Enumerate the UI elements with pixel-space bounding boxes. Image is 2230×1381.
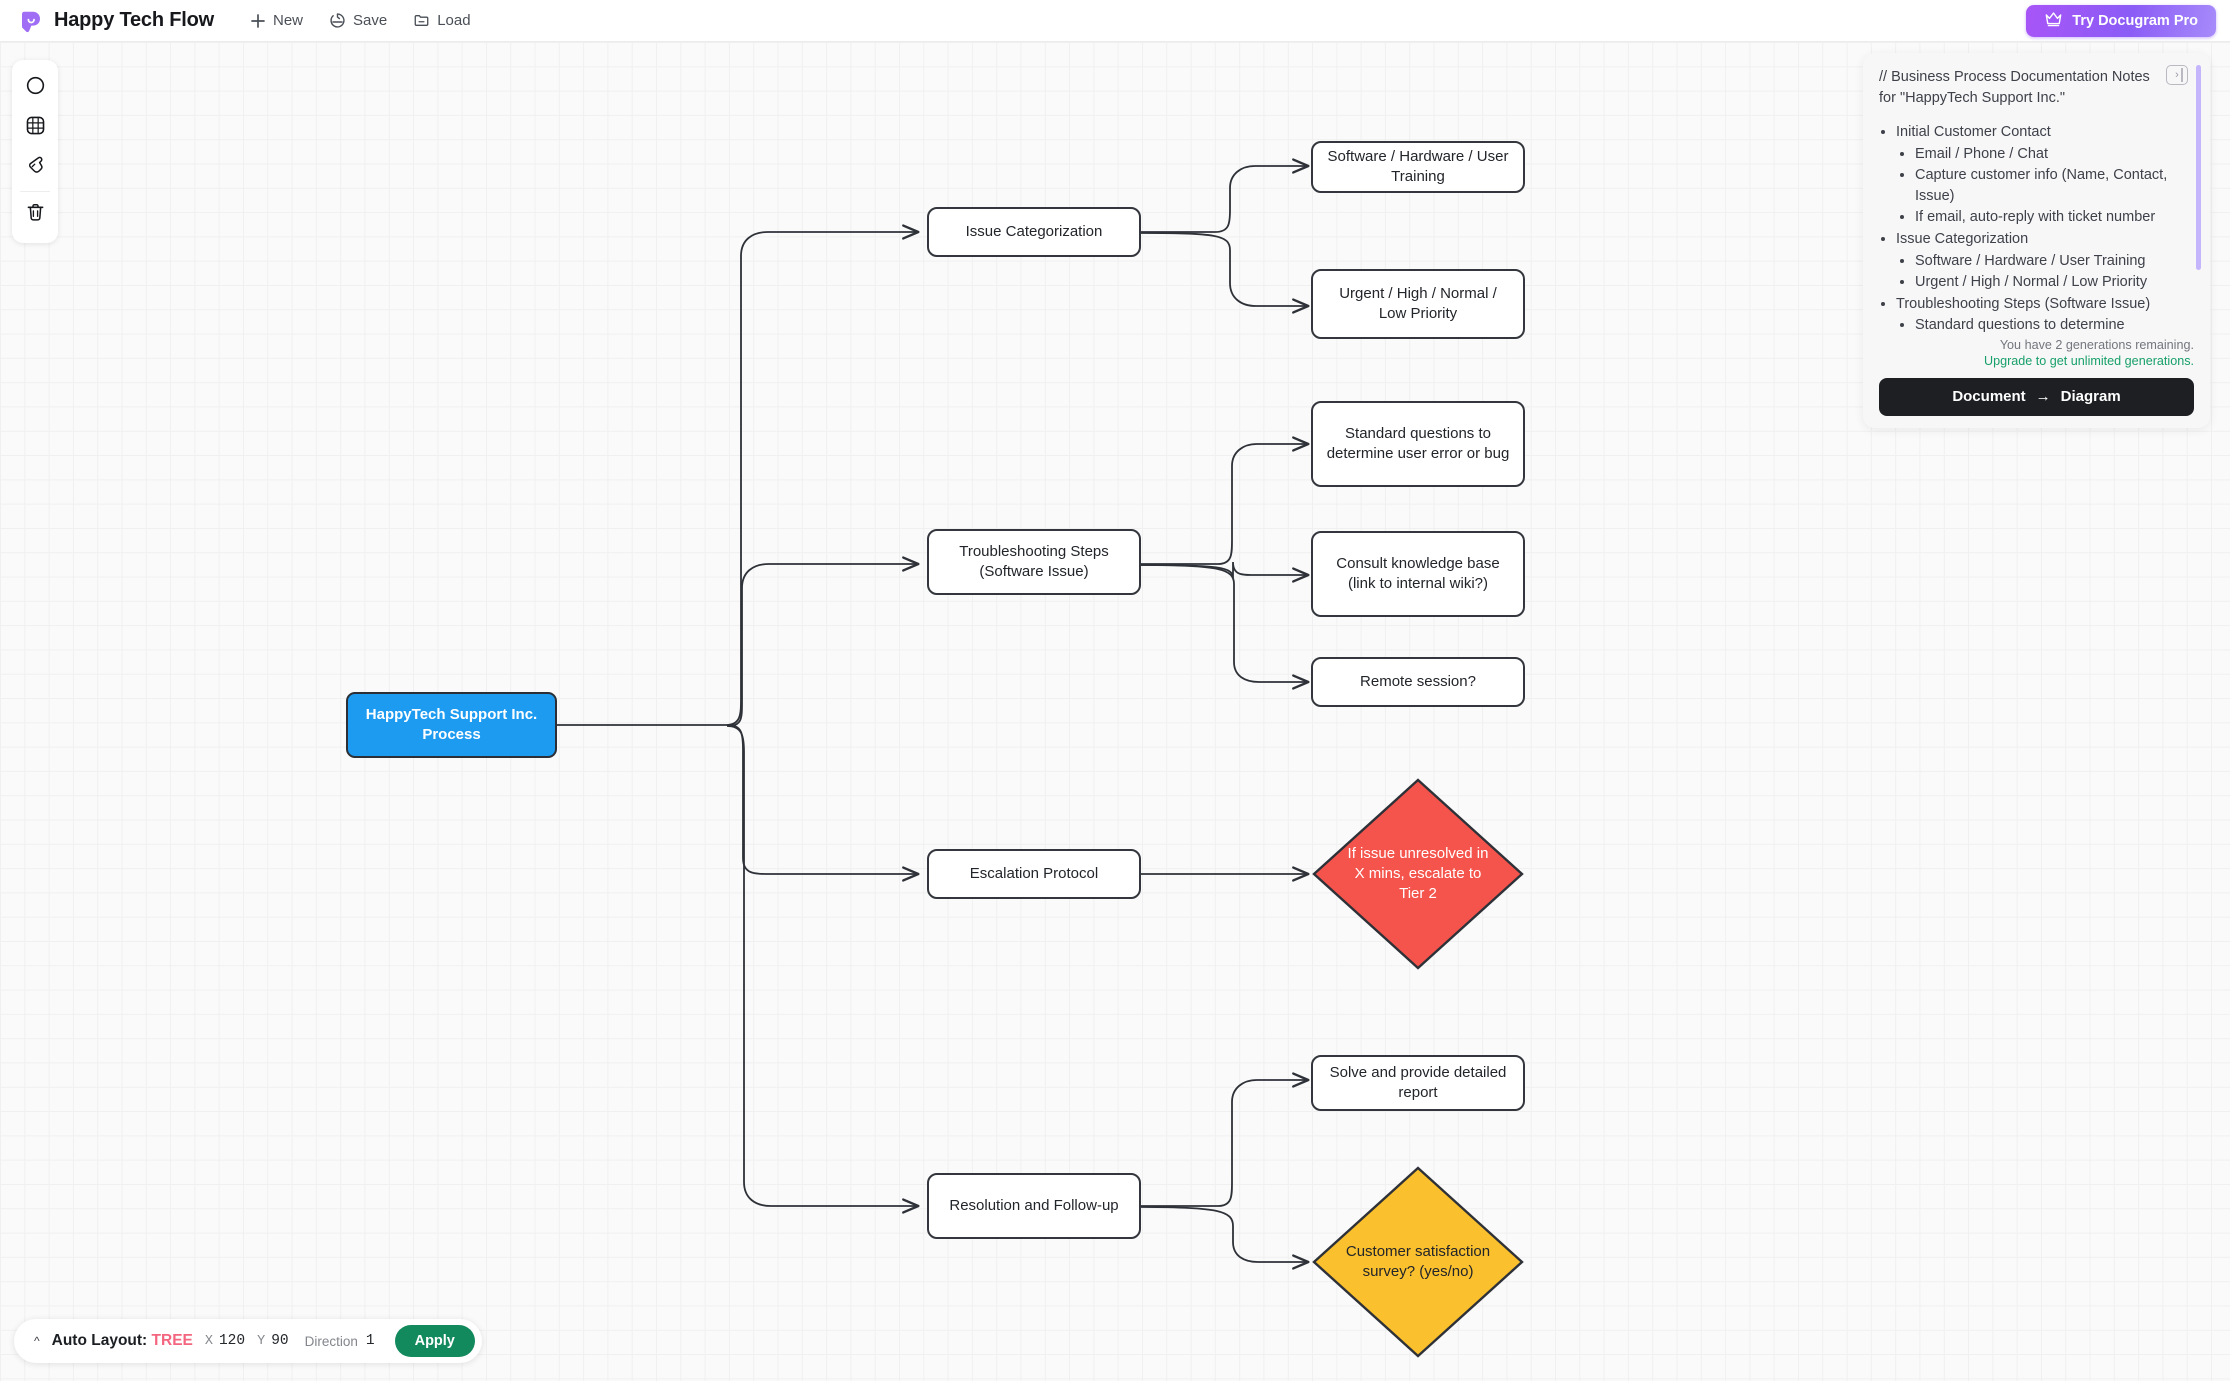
auto-layout-label: Auto Layout: TREE: [52, 1332, 193, 1350]
layout-direction-field[interactable]: Direction 1: [305, 1333, 375, 1349]
folder-icon: [413, 12, 430, 29]
node-standard-questions-label: Standard questions to determine user err…: [1326, 425, 1510, 462]
node-issue-categorization-label: Issue Categorization: [965, 223, 1103, 241]
delete-tool[interactable]: [12, 195, 58, 235]
cta-left-label: Document: [1952, 388, 2026, 406]
node-solve-report[interactable]: Solve and provide detailed report: [1311, 1055, 1525, 1111]
doc-outline-subitem: Email / Phone / Chat: [1915, 144, 2194, 165]
pointer-tool[interactable]: [12, 148, 58, 188]
trash-icon: [25, 202, 46, 228]
node-root-label: HappyTech Support Inc. Process: [365, 706, 538, 743]
node-troubleshooting-steps[interactable]: Troubleshooting Steps (Software Issue): [927, 529, 1141, 595]
save-button-label: Save: [353, 12, 388, 29]
doc-panel-heading: // Business Process Documentation Notes …: [1879, 69, 2150, 106]
node-troubleshooting-steps-label: Troubleshooting Steps (Software Issue): [959, 543, 1109, 580]
layout-direction-key: Direction: [304, 1333, 358, 1349]
node-escalation-protocol[interactable]: Escalation Protocol: [927, 849, 1141, 899]
toolbar-divider: [20, 191, 50, 192]
node-root[interactable]: HappyTech Support Inc. Process: [346, 692, 557, 758]
apply-button[interactable]: Apply: [394, 1325, 475, 1357]
doc-outline-sublist: Email / Phone / Chat Capture customer in…: [1896, 144, 2194, 228]
layout-y-value: 90: [271, 1333, 289, 1349]
grid-icon: [25, 115, 46, 141]
node-remote-session[interactable]: Remote session?: [1311, 657, 1525, 707]
doc-outline-subitem: Software / Hardware / User Training: [1915, 251, 2194, 272]
doc-outline-item: Initial Customer Contact Email / Phone /…: [1896, 122, 2194, 228]
crown-icon: [2044, 11, 2063, 32]
node-remote-session-label: Remote session?: [1360, 673, 1476, 691]
grid-tool[interactable]: [12, 108, 58, 148]
auto-layout-text: Auto Layout:: [51, 1332, 148, 1349]
node-escalate-tier2-label: If issue unresolved in X mins, escalate …: [1347, 845, 1489, 902]
node-priority-levels[interactable]: Urgent / High / Normal / Low Priority: [1311, 269, 1525, 339]
load-button[interactable]: Load: [413, 12, 471, 29]
document-to-diagram-button[interactable]: Document → Diagram: [1879, 377, 2194, 416]
node-resolution-followup[interactable]: Resolution and Follow-up: [927, 1173, 1141, 1239]
node-standard-questions[interactable]: Standard questions to determine user err…: [1311, 401, 1525, 487]
plus-icon: [250, 13, 266, 29]
diamond-shape: [1312, 1166, 1524, 1358]
try-docugram-pro-label: Try Docugram Pro: [2072, 13, 2198, 29]
doc-outline-subitem: Standard questions to determine: [1915, 315, 2194, 336]
doc-outline-item: Troubleshooting Steps (Software Issue) S…: [1896, 294, 2194, 336]
layout-direction-value: 1: [365, 1333, 375, 1349]
page-title: Happy Tech Flow: [54, 9, 214, 31]
doc-outline-subitem: Urgent / High / Normal / Low Priority: [1915, 272, 2194, 293]
cta-right-label: Diagram: [2060, 388, 2121, 406]
new-button-label: New: [272, 12, 303, 29]
doc-outline-sublist: Standard questions to determine: [1896, 315, 2194, 336]
node-satisfaction-survey[interactable]: Customer satisfaction survey? (yes/no): [1311, 1165, 1525, 1359]
app-header: Happy Tech Flow New Save: [0, 0, 2230, 42]
header-actions: New Save Lo: [250, 12, 471, 29]
circle-icon: [25, 75, 46, 101]
layout-x-value: 120: [218, 1333, 246, 1349]
doc-outline-sublist: Software / Hardware / User Training Urge…: [1896, 251, 2194, 293]
arrow-right-icon: →: [2035, 388, 2051, 406]
shape-toolbar: [12, 60, 58, 243]
new-button[interactable]: New: [250, 12, 303, 29]
node-resolution-followup-label: Resolution and Follow-up: [949, 1197, 1119, 1215]
panel-collapse-icon[interactable]: ›: [2166, 65, 2188, 85]
doc-outline-list: Initial Customer Contact Email / Phone /…: [1879, 122, 2194, 336]
node-priority-levels-label: Urgent / High / Normal / Low Priority: [1339, 285, 1497, 322]
node-consult-knowledge-base[interactable]: Consult knowledge base (link to internal…: [1311, 531, 1525, 617]
upgrade-link[interactable]: Upgrade to get unlimited generations.: [1983, 353, 2194, 368]
node-consult-knowledge-base-label: Consult knowledge base (link to internal…: [1336, 555, 1500, 592]
try-docugram-pro-button[interactable]: Try Docugram Pro: [2026, 5, 2216, 37]
chevron-up-icon[interactable]: ^: [34, 1334, 40, 1348]
node-solve-report-label: Solve and provide detailed report: [1329, 1064, 1507, 1101]
docugram-logo-icon: [18, 8, 44, 34]
node-escalate-tier2[interactable]: If issue unresolved in X mins, escalate …: [1311, 777, 1525, 971]
layout-y-field[interactable]: Y 90: [257, 1333, 289, 1349]
doc-outline-label: Initial Customer Contact: [1896, 124, 2051, 141]
save-clock-icon: [329, 12, 346, 29]
node-software-hardware-training[interactable]: Software / Hardware / User Training: [1311, 141, 1525, 193]
generations-remaining-note: You have 2 generations remaining.: [1999, 337, 2194, 352]
doc-outline-subitem: Capture customer info (Name, Contact, Is…: [1915, 165, 2194, 206]
load-button-label: Load: [437, 12, 471, 29]
diamond-shape: [1312, 778, 1524, 970]
document-notes-panel: › // Business Process Documentation Note…: [1863, 53, 2210, 428]
doc-outline-label: Issue Categorization: [1896, 231, 2029, 248]
doc-outline-label: Troubleshooting Steps (Software Issue): [1896, 295, 2151, 312]
auto-layout-bar: ^ Auto Layout: TREE X 120 Y 90 Direction…: [14, 1319, 482, 1363]
layout-x-key: X: [204, 1333, 213, 1349]
edge-layer: [557, 158, 1310, 1270]
auto-layout-mode[interactable]: TREE: [151, 1332, 193, 1349]
node-satisfaction-survey-label: Customer satisfaction survey? (yes/no): [1345, 1243, 1491, 1280]
layout-x-field[interactable]: X 120: [205, 1333, 245, 1349]
shape-circle-tool[interactable]: [12, 68, 58, 108]
save-button[interactable]: Save: [329, 12, 387, 29]
diagram-canvas[interactable]: HappyTech Support Inc. Process Issue Cat…: [0, 42, 2230, 1381]
node-software-hardware-training-label: Software / Hardware / User Training: [1327, 148, 1509, 185]
pointer-hand-icon: [25, 155, 46, 181]
layout-y-key: Y: [257, 1333, 266, 1349]
doc-panel-scrollbar[interactable]: [2196, 65, 2201, 270]
doc-outline-subitem: If email, auto-reply with ticket number: [1915, 207, 2194, 228]
node-issue-categorization[interactable]: Issue Categorization: [927, 207, 1141, 257]
doc-outline-item: Issue Categorization Software / Hardware…: [1896, 229, 2194, 293]
node-escalation-protocol-label: Escalation Protocol: [969, 865, 1099, 883]
